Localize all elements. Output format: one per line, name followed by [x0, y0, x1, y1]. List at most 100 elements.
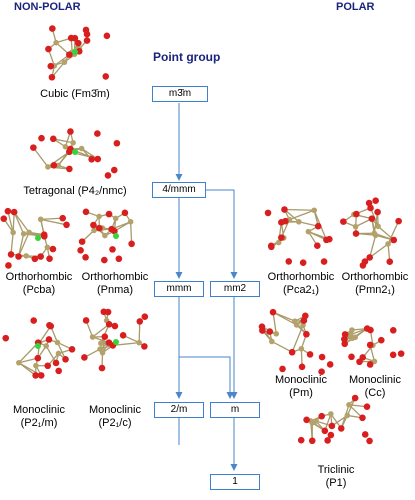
metal-atom [98, 340, 104, 347]
bond [272, 311, 296, 322]
label-mono-p21m-line1: Monoclinic [13, 404, 65, 416]
oxygen-atom [45, 336, 53, 343]
oxygen-atom [78, 238, 86, 245]
oxygen-atom [101, 256, 108, 264]
point-group-mmm: mmm [154, 281, 204, 297]
oxygen-atom [266, 328, 274, 335]
metal-atom [102, 232, 108, 239]
oxygen-atom [390, 236, 398, 244]
metal-atom [298, 345, 305, 352]
label-triclinic-line1: Triclinic [317, 464, 355, 476]
label-ortho-pnma-line1: Orthorhombic [81, 271, 149, 283]
oxygen-atom [285, 258, 293, 265]
oxygen-atom [49, 135, 57, 143]
label-mono-p21c: Monoclinic (P2₁/c) [78, 404, 152, 430]
oxygen-atom [44, 362, 52, 370]
oxygen-atom [63, 221, 70, 229]
oxygen-atom [77, 247, 84, 254]
label-ortho-pca21: Orthorhombic (Pca2₁) [262, 271, 340, 297]
label-ortho-pcba-line1: Orthorhombic [5, 271, 73, 283]
metal-atom [62, 143, 69, 150]
oxygen-atom [4, 207, 12, 215]
bond [53, 138, 74, 144]
metal-atom [16, 359, 22, 366]
oxygen-atom [279, 365, 286, 373]
bond [138, 321, 141, 343]
oxygen-atom [104, 172, 112, 179]
metal-atom [296, 218, 302, 225]
oxygen-atom [111, 322, 119, 330]
bond [369, 235, 377, 258]
metal-atom [352, 223, 359, 230]
metal-atom [371, 358, 378, 365]
bond [272, 312, 277, 334]
oxygen-atom [40, 232, 48, 240]
metal-atom [371, 230, 378, 237]
arrow-mmm-m [179, 356, 234, 399]
oxygen-atom [121, 209, 129, 217]
oxygen-atom [37, 372, 45, 379]
structure-mono-pm [258, 308, 334, 375]
oxygen-atom [318, 368, 325, 375]
structure-cubic [45, 25, 111, 81]
oxygen-atom [119, 332, 127, 339]
oxygen-atom [377, 336, 385, 344]
bond [18, 342, 39, 364]
metal-atom [89, 334, 96, 340]
oxygen-atom [47, 322, 55, 330]
bond [12, 212, 15, 233]
oxygen-atom [15, 253, 22, 260]
point-group-m: m [210, 402, 260, 418]
oxygen-atom [397, 350, 405, 357]
bond [111, 221, 131, 230]
oxygen-atom [10, 208, 18, 216]
bond [369, 243, 389, 258]
oxygen-atom [88, 156, 95, 163]
oxygen-atom [37, 253, 44, 260]
dopant-atom [113, 339, 119, 345]
label-mono-p21c-line2: (P2₁/c) [98, 417, 132, 429]
oxygen-atom [366, 437, 373, 445]
metal-atom [33, 362, 39, 369]
oxygen-atom [67, 145, 74, 153]
oxygen-atom [108, 225, 115, 233]
oxygen-atom [318, 412, 326, 420]
oxygen-atom [299, 259, 307, 266]
label-ortho-pca21-line2: (Pca2₁) [282, 284, 320, 296]
nonpolar-header: NON-POLAR [14, 1, 81, 13]
oxygen-atom [7, 251, 15, 258]
metal-atom [375, 223, 381, 230]
oxygen-atom [326, 235, 333, 243]
label-triclinic-line2: (P1) [325, 477, 347, 489]
oxygen-atom [38, 134, 45, 142]
point-group-m3m: m3̄m [152, 86, 208, 102]
oxygen-atom [90, 221, 97, 229]
oxygen-atom [115, 255, 123, 263]
label-mono-p21m-line2: (P2₁/m) [20, 417, 58, 429]
bond [40, 218, 67, 226]
oxygen-atom [81, 354, 88, 361]
metal-atom [23, 253, 30, 259]
bond [10, 232, 14, 255]
oxygen-atom [264, 209, 272, 217]
oxygen-atom [82, 254, 89, 261]
label-ortho-pnma-line2: (Pnma) [96, 284, 134, 296]
point-group-1: 1 [210, 474, 260, 490]
oxygen-atom [359, 262, 367, 269]
oxygen-atom [281, 206, 288, 213]
metal-atom [45, 164, 51, 170]
metal-atom [44, 244, 51, 251]
metal-atom [70, 139, 76, 146]
metal-atom [346, 402, 352, 408]
oxygen-atom [68, 345, 76, 353]
metal-atom [96, 213, 102, 220]
oxygen-atom [337, 425, 345, 432]
metal-atom [311, 207, 318, 214]
oxygen-atom [366, 254, 373, 261]
dopant-atom [72, 149, 78, 155]
oxygen-atom [326, 361, 334, 368]
label-mono-p21m: Monoclinic (P2₁/m) [2, 404, 76, 430]
oxygen-atom [366, 341, 374, 349]
